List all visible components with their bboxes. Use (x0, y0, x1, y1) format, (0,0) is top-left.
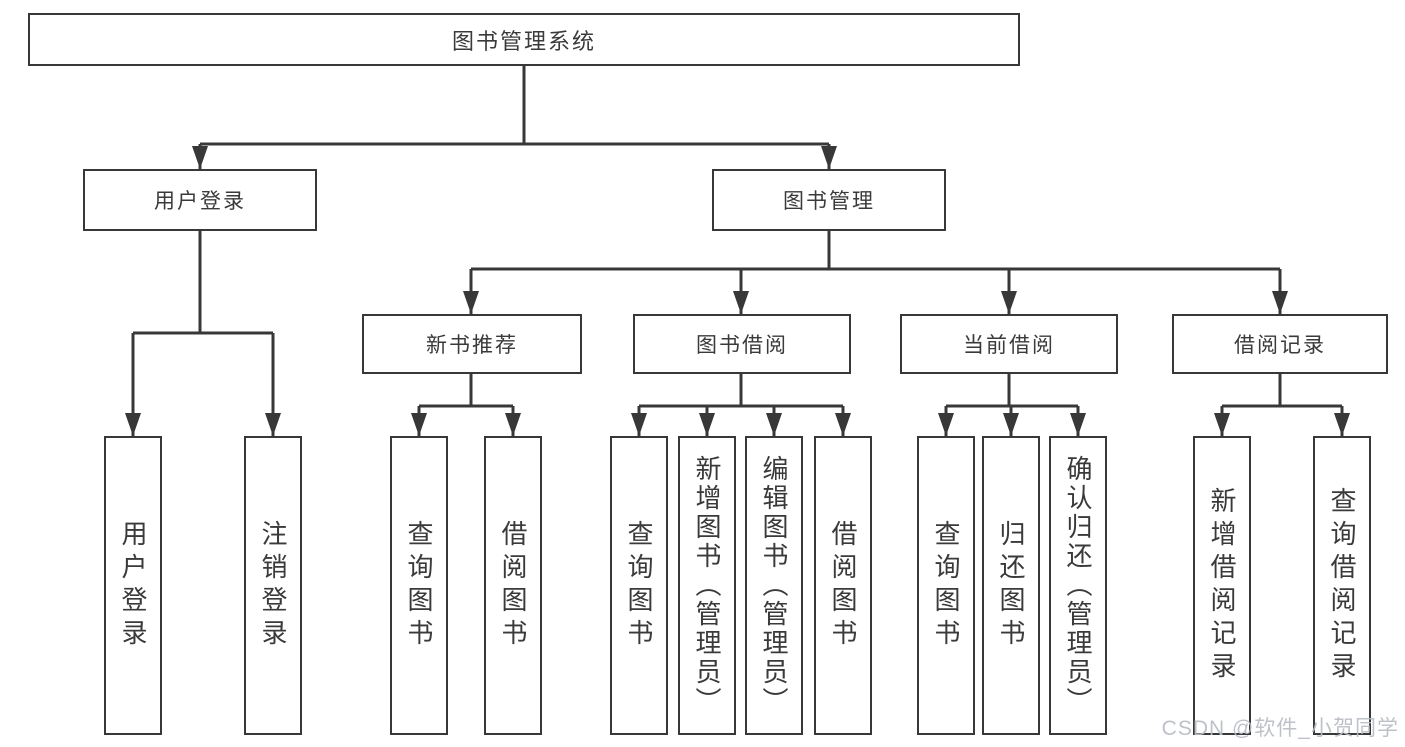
node-user-login-group: 用户登录 (83, 169, 317, 231)
node-add-borrowing-record: 新增借阅记录 (1193, 436, 1251, 735)
node-query-borrowing-record: 查询借阅记录 (1313, 436, 1371, 735)
node-library-management-system: 图书管理系统 (28, 13, 1020, 66)
connector-root-to-level2 (192, 66, 837, 169)
arrow-down-icon (505, 413, 521, 436)
node-query-books-borrowing: 查询图书 (610, 436, 668, 735)
node-user-login: 用户登录 (104, 436, 162, 735)
node-borrow-books: 借阅图书 (814, 436, 872, 735)
connector-book-borrowing-children (631, 374, 851, 436)
arrow-down-icon (1334, 413, 1350, 436)
connector-new-book-rec-children (411, 374, 521, 436)
arrow-down-icon (1001, 291, 1017, 314)
node-edit-books-admin: 编辑图书（管理员） (745, 436, 803, 735)
node-current-borrowing: 当前借阅 (900, 314, 1118, 374)
arrow-down-icon (265, 413, 281, 436)
csdn-watermark: CSDN @软件_小贺同学 (1161, 717, 1399, 740)
node-book-management: 图书管理 (712, 169, 946, 231)
arrow-down-icon (125, 413, 141, 436)
connector-user-login-children (125, 231, 281, 436)
arrow-down-icon (411, 413, 427, 436)
connector-current-borrowing-children (938, 374, 1086, 436)
arrow-down-icon (699, 413, 715, 436)
arrow-down-icon (938, 413, 954, 436)
arrow-down-icon (631, 413, 647, 436)
arrow-down-icon (463, 291, 479, 314)
node-return-books: 归还图书 (982, 436, 1040, 735)
node-new-book-recommendation: 新书推荐 (362, 314, 582, 374)
node-book-borrowing: 图书借阅 (633, 314, 851, 374)
node-confirm-return-admin: 确认归还（管理员） (1049, 436, 1107, 735)
node-logout: 注销登录 (244, 436, 302, 735)
arrow-down-icon (835, 413, 851, 436)
node-borrowing-records: 借阅记录 (1172, 314, 1388, 374)
node-borrow-books-rec: 借阅图书 (484, 436, 542, 735)
connector-borrowing-records-children (1214, 374, 1350, 436)
arrow-down-icon (1003, 413, 1019, 436)
connector-book-management-children (463, 231, 1288, 314)
arrow-down-icon (766, 413, 782, 436)
node-add-books-admin: 新增图书（管理员） (678, 436, 736, 735)
arrow-down-icon (821, 146, 837, 169)
node-query-books-rec: 查询图书 (390, 436, 448, 735)
arrow-down-icon (192, 146, 208, 169)
arrow-down-icon (733, 291, 749, 314)
arrow-down-icon (1272, 291, 1288, 314)
arrow-down-icon (1214, 413, 1230, 436)
arrow-down-icon (1070, 413, 1086, 436)
node-query-books-current: 查询图书 (917, 436, 975, 735)
